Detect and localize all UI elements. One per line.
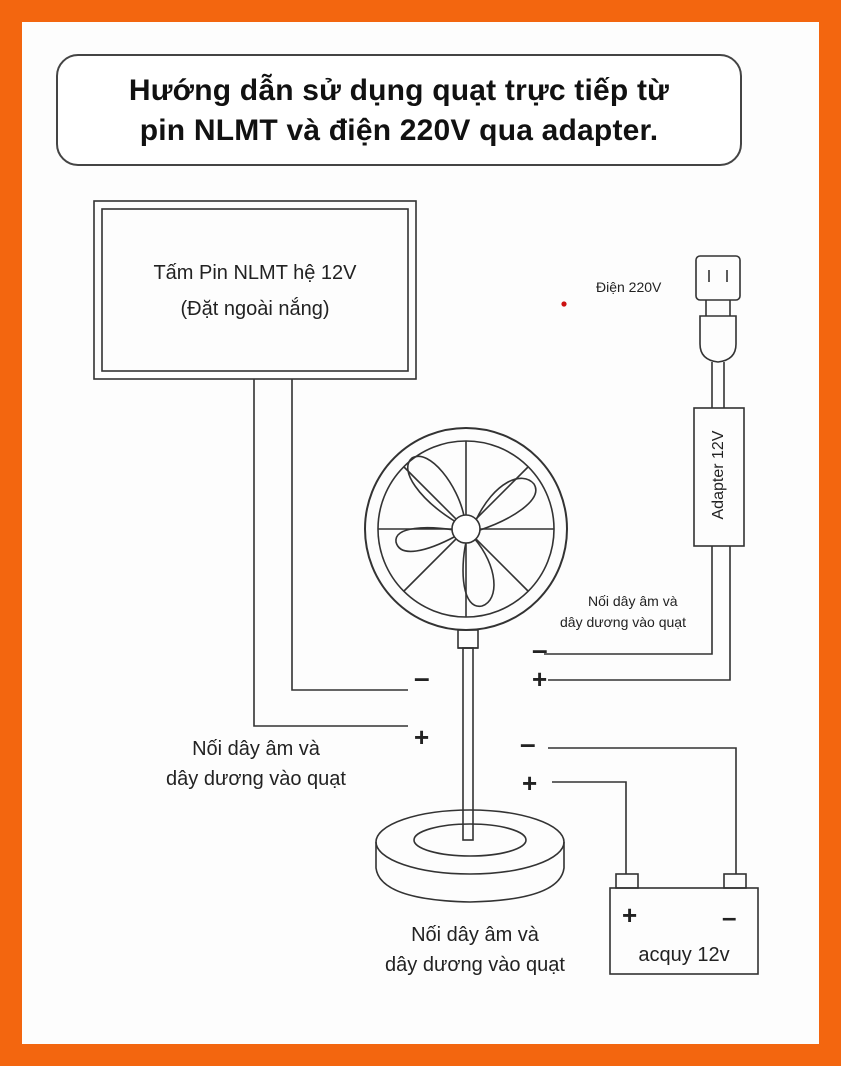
power-plug <box>699 315 737 363</box>
adapter-note-line1: Nối dây âm và <box>588 593 678 609</box>
battery-box <box>609 887 759 975</box>
red-dot <box>561 301 567 307</box>
fan-blade-1 <box>406 455 465 523</box>
battery-wire-positive <box>552 781 627 874</box>
fan-blade-4 <box>395 526 457 553</box>
battery-wire-minus-sign: – <box>520 728 536 759</box>
fan-base-body <box>375 842 565 903</box>
fan-hub <box>451 514 481 544</box>
adapter-box <box>693 407 745 547</box>
battery-wire-plus-sign: + <box>522 768 538 798</box>
base-note-line2: dây dương vào quạt <box>385 954 565 976</box>
panel-wire-positive <box>253 379 408 727</box>
adapter-wire-negative <box>544 546 713 655</box>
battery-plus-label: + <box>622 900 638 930</box>
battery-label: acquy 12v <box>638 944 730 966</box>
fan-blade-2 <box>475 477 537 531</box>
base-note-line1: Nối dây âm và <box>411 924 539 946</box>
adapter-note-line2: dây dương vào quạt <box>560 614 686 630</box>
battery-terminal-positive <box>615 873 639 889</box>
panel-label-line1: Tấm Pin NLMT hệ 12V <box>153 262 357 284</box>
battery-terminal-negative <box>723 873 747 889</box>
adapter-minus-sign: – <box>532 634 548 665</box>
battery-minus-label: – <box>722 902 737 932</box>
title-box <box>56 54 742 166</box>
fan-pole <box>462 647 474 841</box>
title-line-2: pin NLMT và điện 220V qua adapter. <box>139 114 659 147</box>
panel-wire-negative <box>291 379 408 691</box>
panel-note-line2: dây dương vào quạt <box>166 768 346 790</box>
fan-blade-3 <box>462 537 495 607</box>
title-line-1: Hướng dẫn sử dụng quạt trực tiếp từ <box>128 74 670 107</box>
battery-wire-negative <box>548 747 737 874</box>
adapter-wire-positive <box>548 546 731 681</box>
outlet-label: Điện 220V <box>596 279 662 295</box>
panel-note-line1: Nối dây âm và <box>192 738 320 760</box>
adapter-label: Adapter 12V <box>710 430 727 520</box>
wall-outlet <box>695 255 741 301</box>
panel-minus-sign: – <box>414 662 430 693</box>
panel-plus-sign: + <box>414 722 430 752</box>
panel-label-line2: (Đặt ngoài nắng) <box>180 298 330 320</box>
fan-base-top <box>375 809 565 875</box>
solar-panel-outer <box>93 200 417 380</box>
adapter-plus-sign: + <box>532 664 548 694</box>
solar-panel-inner <box>101 208 409 372</box>
